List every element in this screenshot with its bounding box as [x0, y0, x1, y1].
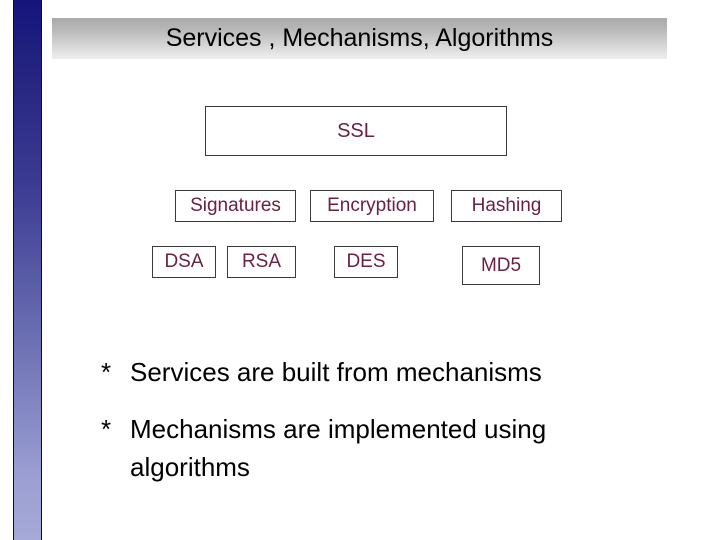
diagram-box-mechanism-signatures[interactable]: Signatures	[175, 190, 296, 222]
diagram-box-algorithm-md5[interactable]: MD5	[462, 246, 540, 285]
diagram-box-algorithm-rsa[interactable]: RSA	[227, 246, 296, 278]
diagram-box-service-ssl[interactable]: SSL	[205, 106, 507, 156]
diagram-box-algorithm-dsa-label: DSA	[164, 251, 204, 272]
diagram-box-mechanism-encryption-label: Encryption	[327, 195, 417, 216]
bullet-marker-icon: *	[101, 357, 112, 387]
diagram-box-mechanism-signatures-label: Signatures	[190, 195, 281, 216]
diagram-box-service-ssl-label: SSL	[337, 120, 375, 142]
title-banner: Services , Mechanisms, Algorithms	[52, 18, 667, 59]
diagram-box-mechanism-hashing[interactable]: Hashing	[451, 190, 562, 222]
bullet-marker-icon: *	[101, 414, 112, 444]
slide-title: Services , Mechanisms, Algorithms	[165, 24, 554, 52]
diagram-box-algorithm-rsa-label: RSA	[241, 251, 282, 272]
diagram-box-mechanism-hashing-label: Hashing	[471, 195, 542, 216]
bullet-text: Mechanisms are implemented using algorit…	[130, 414, 547, 482]
bullet-text: Services are built from mechanisms	[130, 357, 542, 387]
diagram-box-algorithm-md5-label: MD5	[480, 255, 522, 276]
diagram-box-algorithm-dsa[interactable]: DSA	[152, 246, 216, 278]
diagram-box-algorithm-des[interactable]: DES	[334, 246, 398, 278]
bullet-item: * Services are built from mechanisms	[101, 353, 661, 391]
diagram-box-algorithm-des-label: DES	[346, 251, 386, 272]
sidebar-accent-bar	[13, 0, 42, 540]
bullet-item: * Mechanisms are implemented using algor…	[101, 410, 661, 486]
diagram-box-mechanism-encryption[interactable]: Encryption	[310, 190, 434, 222]
